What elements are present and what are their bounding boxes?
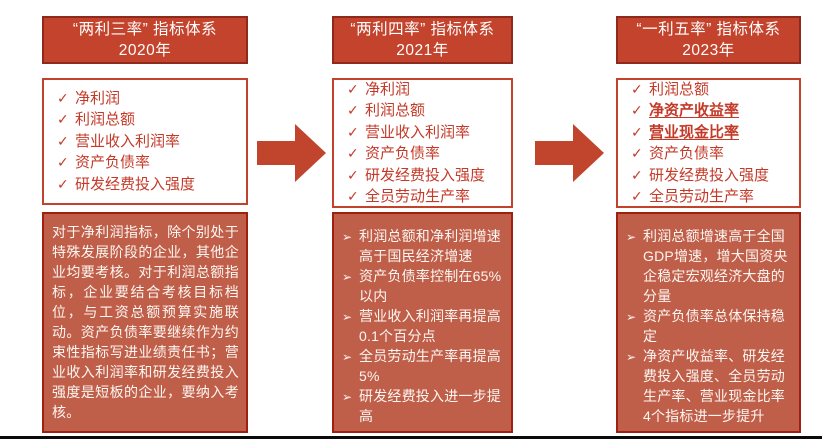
item-label: 研发经费投入进一步提高 xyxy=(359,388,501,424)
item-label: 利润总额 xyxy=(365,102,426,119)
detail-bullet-item: ➢ 利润总额增速高于全国GDP增速，增大国资央企稳定宏观经济大盘的分量 xyxy=(626,226,792,306)
item-label: 资产负债率控制在65%以内 xyxy=(359,268,502,304)
indicator-item: ✓ 资产负债率 xyxy=(347,143,505,165)
indicator-item: ✓ 利润总额 xyxy=(631,79,793,101)
right-arrow-icon xyxy=(257,124,326,182)
item-label: 资产负债率 xyxy=(649,145,725,162)
item-label: 营业收入利润率再提高0.1个百分点 xyxy=(359,308,501,344)
item-label: 利润总额 xyxy=(75,111,136,129)
bullet-arrow-icon: ➢ xyxy=(626,230,637,244)
bullet-arrow-icon: ➢ xyxy=(342,270,353,284)
check-icon: ✓ xyxy=(347,123,359,140)
detail-bullet-list-2021: ➢ 利润总额和净利润增速高于国民经济增速 ➢ 资产负债率控制在65%以内 ➢ 营业收入利润… xyxy=(342,226,504,426)
indicator-list-2020: ✓ 净利润 ✓ 利润总额 ✓ 营业收入利润率 ✓ 资产负债率 ✓ 研发经费投入强度 xyxy=(42,78,248,205)
detail-box-2021: ➢ 利润总额和净利润增速高于国民经济增速 ➢ 资产负债率控制在65%以内 ➢ 营业收入利润… xyxy=(332,212,513,433)
item-label: 利润总额和净利润增速高于国民经济增速 xyxy=(359,228,501,264)
detail-bullet-list-2023: ➢ 利润总额增速高于全国GDP增速，增大国资央企稳定宏观经济大盘的分量 ➢ 资产负债率… xyxy=(626,226,792,426)
check-icon: ✓ xyxy=(631,188,643,204)
indicator-item: ✓ 资产负债率 xyxy=(57,152,240,174)
item-label: 净利润 xyxy=(365,80,411,98)
indicator-item: ✓ 利润总额 xyxy=(57,109,240,131)
detail-bullet-item: ➢ 利润总额和净利润增速高于国民经济增速 xyxy=(342,226,504,266)
check-icon: ✓ xyxy=(57,132,69,149)
indicator-item: ✓ 全员劳动生产率 xyxy=(347,186,505,208)
check-icon: ✓ xyxy=(57,154,69,171)
check-icon: ✓ xyxy=(631,166,643,183)
header-title: “一利五率” 指标体系 xyxy=(636,21,781,38)
detail-bullet-item: ➢ 资产负债率总体保持稳定 xyxy=(626,306,792,346)
item-label: 研发经费投入强度 xyxy=(75,175,196,193)
item-label: 资产负债率 xyxy=(75,154,151,172)
indicator-item: ✓ 资产负债率 xyxy=(631,143,793,165)
check-icon: ✓ xyxy=(57,175,69,192)
item-label: 营业现金比率 xyxy=(649,123,740,141)
indicator-list-2023: ✓ 利润总额 ✓ 净资产收益率 ✓ 营业现金比率 ✓ 资产负债率 ✓ 研发经费投入强度 ✓ 全员劳动生… xyxy=(616,78,801,208)
detail-bullet-item: ➢ 研发经费投入进一步提高 xyxy=(342,386,504,426)
item-label: 净利润 xyxy=(75,89,121,107)
detail-bullet-item: ➢ 净资产收益率、研发经费投入强度、全员劳动生产率、营业现金比率4个指标进一步提升 xyxy=(626,346,792,426)
bullet-arrow-icon: ➢ xyxy=(342,230,353,244)
indicator-item: ✓ 研发经费投入强度 xyxy=(347,165,505,187)
detail-bullet-item: ➢ 全员劳动生产率再提高5% xyxy=(342,346,504,386)
check-icon: ✓ xyxy=(347,188,359,204)
indicator-item: ✓ 净利润 xyxy=(57,88,240,110)
indicator-item: ✓ 营业现金比率 xyxy=(631,122,793,144)
item-label: 全员劳动生产率 xyxy=(649,188,755,205)
detail-box-2020: 对于净利润指标，除个别处于特殊发展阶段的企业，其他企业均要考核。对于利润总额指标… xyxy=(42,212,248,433)
check-icon: ✓ xyxy=(347,145,359,161)
right-arrow-icon xyxy=(535,124,604,182)
item-label: 利润总额增速高于全国GDP增速，增大国资央企稳定宏观经济大盘的分量 xyxy=(643,228,788,304)
header-box-2023: “一利五率” 指标体系 2023年 xyxy=(616,16,801,64)
item-label: 营业收入利润率 xyxy=(75,132,181,150)
indicator-item: ✓ 净利润 xyxy=(347,79,505,101)
item-label: 资产负债率 xyxy=(365,145,441,162)
check-icon: ✓ xyxy=(631,123,643,140)
column-2020: “两利三率” 指标体系 2020年 ✓ 净利润 ✓ 利润总额 ✓ 营业收入利润率 ✓ 资产负债… xyxy=(42,0,248,442)
check-icon: ✓ xyxy=(631,102,643,118)
header-title: “两利三率” 指标体系 xyxy=(72,21,218,38)
item-label: 营业收入利润率 xyxy=(365,123,471,141)
indicator-item: ✓ 研发经费投入强度 xyxy=(57,174,240,196)
bullet-arrow-icon: ➢ xyxy=(342,310,353,324)
header-year: 2023年 xyxy=(682,42,735,59)
column-2023: “一利五率” 指标体系 2023年 ✓ 利润总额 ✓ 净资产收益率 ✓ 营业现金比率 ✓ 资产… xyxy=(616,0,801,442)
item-label: 利润总额 xyxy=(649,80,710,98)
indicator-item: ✓ 利润总额 xyxy=(347,100,505,122)
indicator-item: ✓ 营业收入利润率 xyxy=(57,131,240,153)
item-label: 净资产收益率 xyxy=(649,102,740,119)
check-icon: ✓ xyxy=(57,111,69,128)
check-icon: ✓ xyxy=(347,166,359,183)
item-label: 研发经费投入强度 xyxy=(649,166,770,184)
header-title: “两利四率” 指标体系 xyxy=(350,21,495,38)
header-year: 2021年 xyxy=(396,42,449,59)
bullet-arrow-icon: ➢ xyxy=(342,390,353,404)
detail-box-2023: ➢ 利润总额增速高于全国GDP增速，增大国资央企稳定宏观经济大盘的分量 ➢ 资产负债率… xyxy=(616,212,801,433)
check-icon: ✓ xyxy=(347,102,359,118)
detail-bullet-item: ➢ 营业收入利润率再提高0.1个百分点 xyxy=(342,306,504,346)
header-box-2020: “两利三率” 指标体系 2020年 xyxy=(42,16,248,64)
indicator-item: ✓ 净资产收益率 xyxy=(631,100,793,122)
detail-paragraph-2020: 对于净利润指标，除个别处于特殊发展阶段的企业，其他企业均要考核。对于利润总额指标… xyxy=(52,224,239,420)
column-2021: “两利四率” 指标体系 2021年 ✓ 净利润 ✓ 利润总额 ✓ 营业收入利润率 ✓ 资产负债… xyxy=(332,0,513,442)
indicator-item: ✓ 研发经费投入强度 xyxy=(631,165,793,187)
check-icon: ✓ xyxy=(57,89,69,106)
header-year: 2020年 xyxy=(118,42,172,59)
indicator-item: ✓ 营业收入利润率 xyxy=(347,122,505,144)
item-label: 全员劳动生产率再提高5% xyxy=(359,348,501,384)
bottom-divider xyxy=(0,436,822,439)
item-label: 资产负债率总体保持稳定 xyxy=(643,308,785,344)
check-icon: ✓ xyxy=(631,80,643,97)
bullet-arrow-icon: ➢ xyxy=(342,350,353,364)
item-label: 研发经费投入强度 xyxy=(365,166,486,184)
bullet-arrow-icon: ➢ xyxy=(626,350,637,364)
indicator-item: ✓ 全员劳动生产率 xyxy=(631,186,793,208)
check-icon: ✓ xyxy=(347,80,359,97)
check-icon: ✓ xyxy=(631,145,643,161)
detail-bullet-item: ➢ 资产负债率控制在65%以内 xyxy=(342,266,504,306)
indicator-list-2021: ✓ 净利润 ✓ 利润总额 ✓ 营业收入利润率 ✓ 资产负债率 ✓ 研发经费投入强度 ✓ 全员劳动生产率 xyxy=(332,78,513,208)
item-label: 全员劳动生产率 xyxy=(365,188,471,205)
header-box-2021: “两利四率” 指标体系 2021年 xyxy=(332,16,513,64)
item-label: 净资产收益率、研发经费投入强度、全员劳动生产率、营业现金比率4个指标进一步提升 xyxy=(643,348,785,424)
bullet-arrow-icon: ➢ xyxy=(626,310,637,324)
